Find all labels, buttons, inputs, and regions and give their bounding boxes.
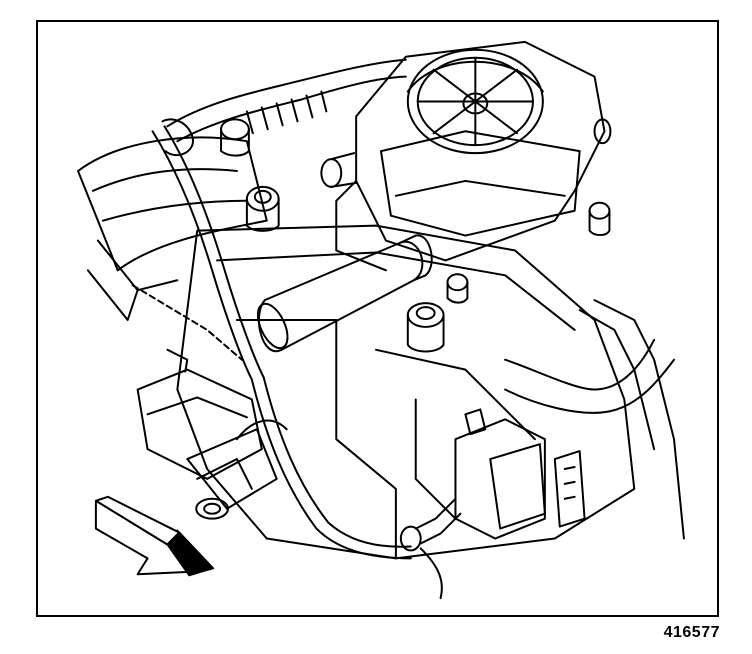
figure-number: 416577 [663,624,720,641]
leader-line [131,284,243,361]
top-hose [166,58,407,143]
left-cable [151,118,265,381]
engine-block [176,224,636,560]
right-hose [504,299,685,540]
spoked-cover [406,48,544,155]
view-direction-arrow [94,495,215,577]
position-sensor [136,348,288,520]
wiring-harness [250,376,443,600]
electrical-connector [399,408,586,552]
throttle-body [335,40,606,272]
intake-duct [77,136,268,321]
illustration-frame [36,20,719,617]
engine-illustration [77,40,685,600]
mounting-bolts [220,118,612,353]
cylindrical-sensor [256,234,433,353]
